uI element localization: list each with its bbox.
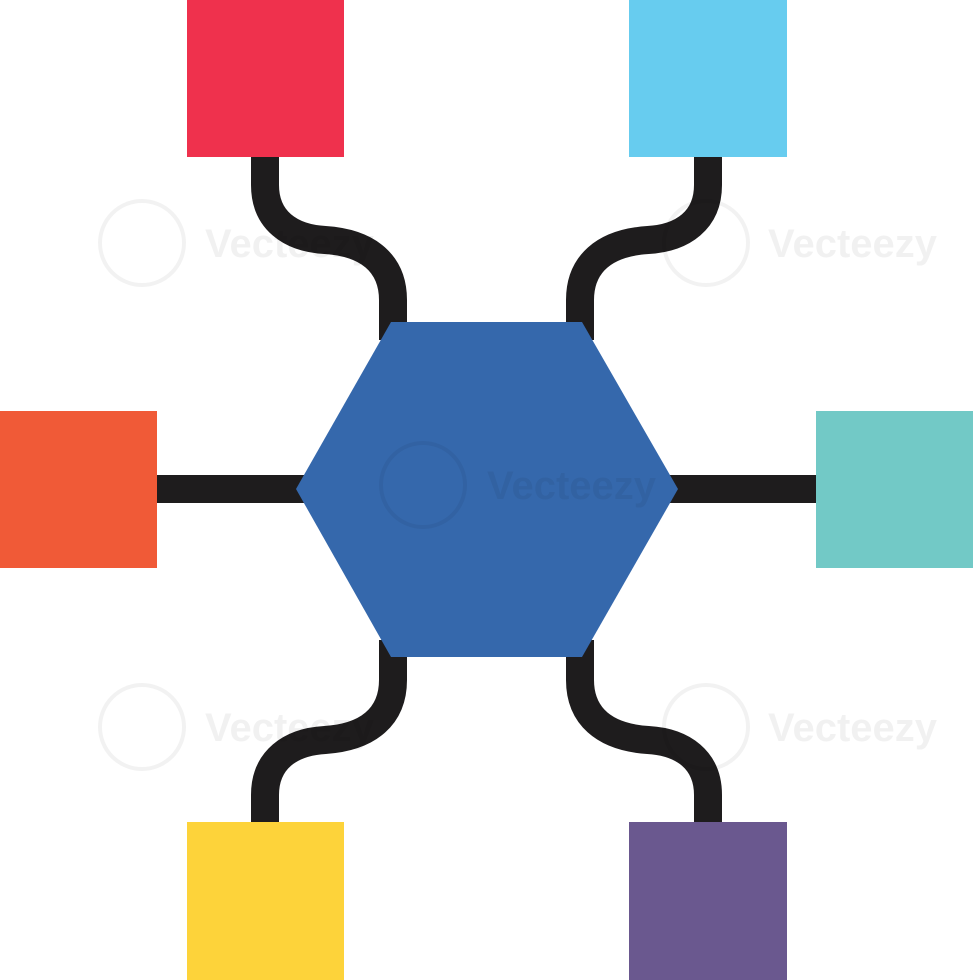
hub-hexagon xyxy=(296,322,678,657)
node-top-right xyxy=(629,0,787,157)
watermark-logo-icon xyxy=(98,683,186,771)
watermark-logo-icon xyxy=(662,683,750,771)
node-middle-right xyxy=(816,411,973,568)
watermark-logo-icon xyxy=(379,441,467,529)
watermark-logo-icon xyxy=(662,199,750,287)
node-middle-left xyxy=(0,411,157,568)
node-top-left xyxy=(187,0,344,157)
connectors xyxy=(155,155,818,825)
watermark-text: Vecteezy xyxy=(205,222,375,266)
watermark-text: Vecteezy xyxy=(768,706,938,750)
connector-bottom-right xyxy=(566,640,722,825)
connector-top-right xyxy=(566,155,722,340)
connector-bottom-left xyxy=(251,640,407,825)
watermark-logo-icon xyxy=(98,199,186,287)
watermark: Vecteezy Vecteezy Vecteezy Vecteezy Vect… xyxy=(98,199,938,771)
connector-top-left xyxy=(251,155,407,340)
node-bottom-left xyxy=(187,822,344,980)
watermark-text: Vecteezy xyxy=(768,222,938,266)
node-bottom-right xyxy=(629,822,787,980)
watermark-text: Vecteezy xyxy=(205,706,375,750)
watermark-text: Vecteezy xyxy=(487,464,657,508)
